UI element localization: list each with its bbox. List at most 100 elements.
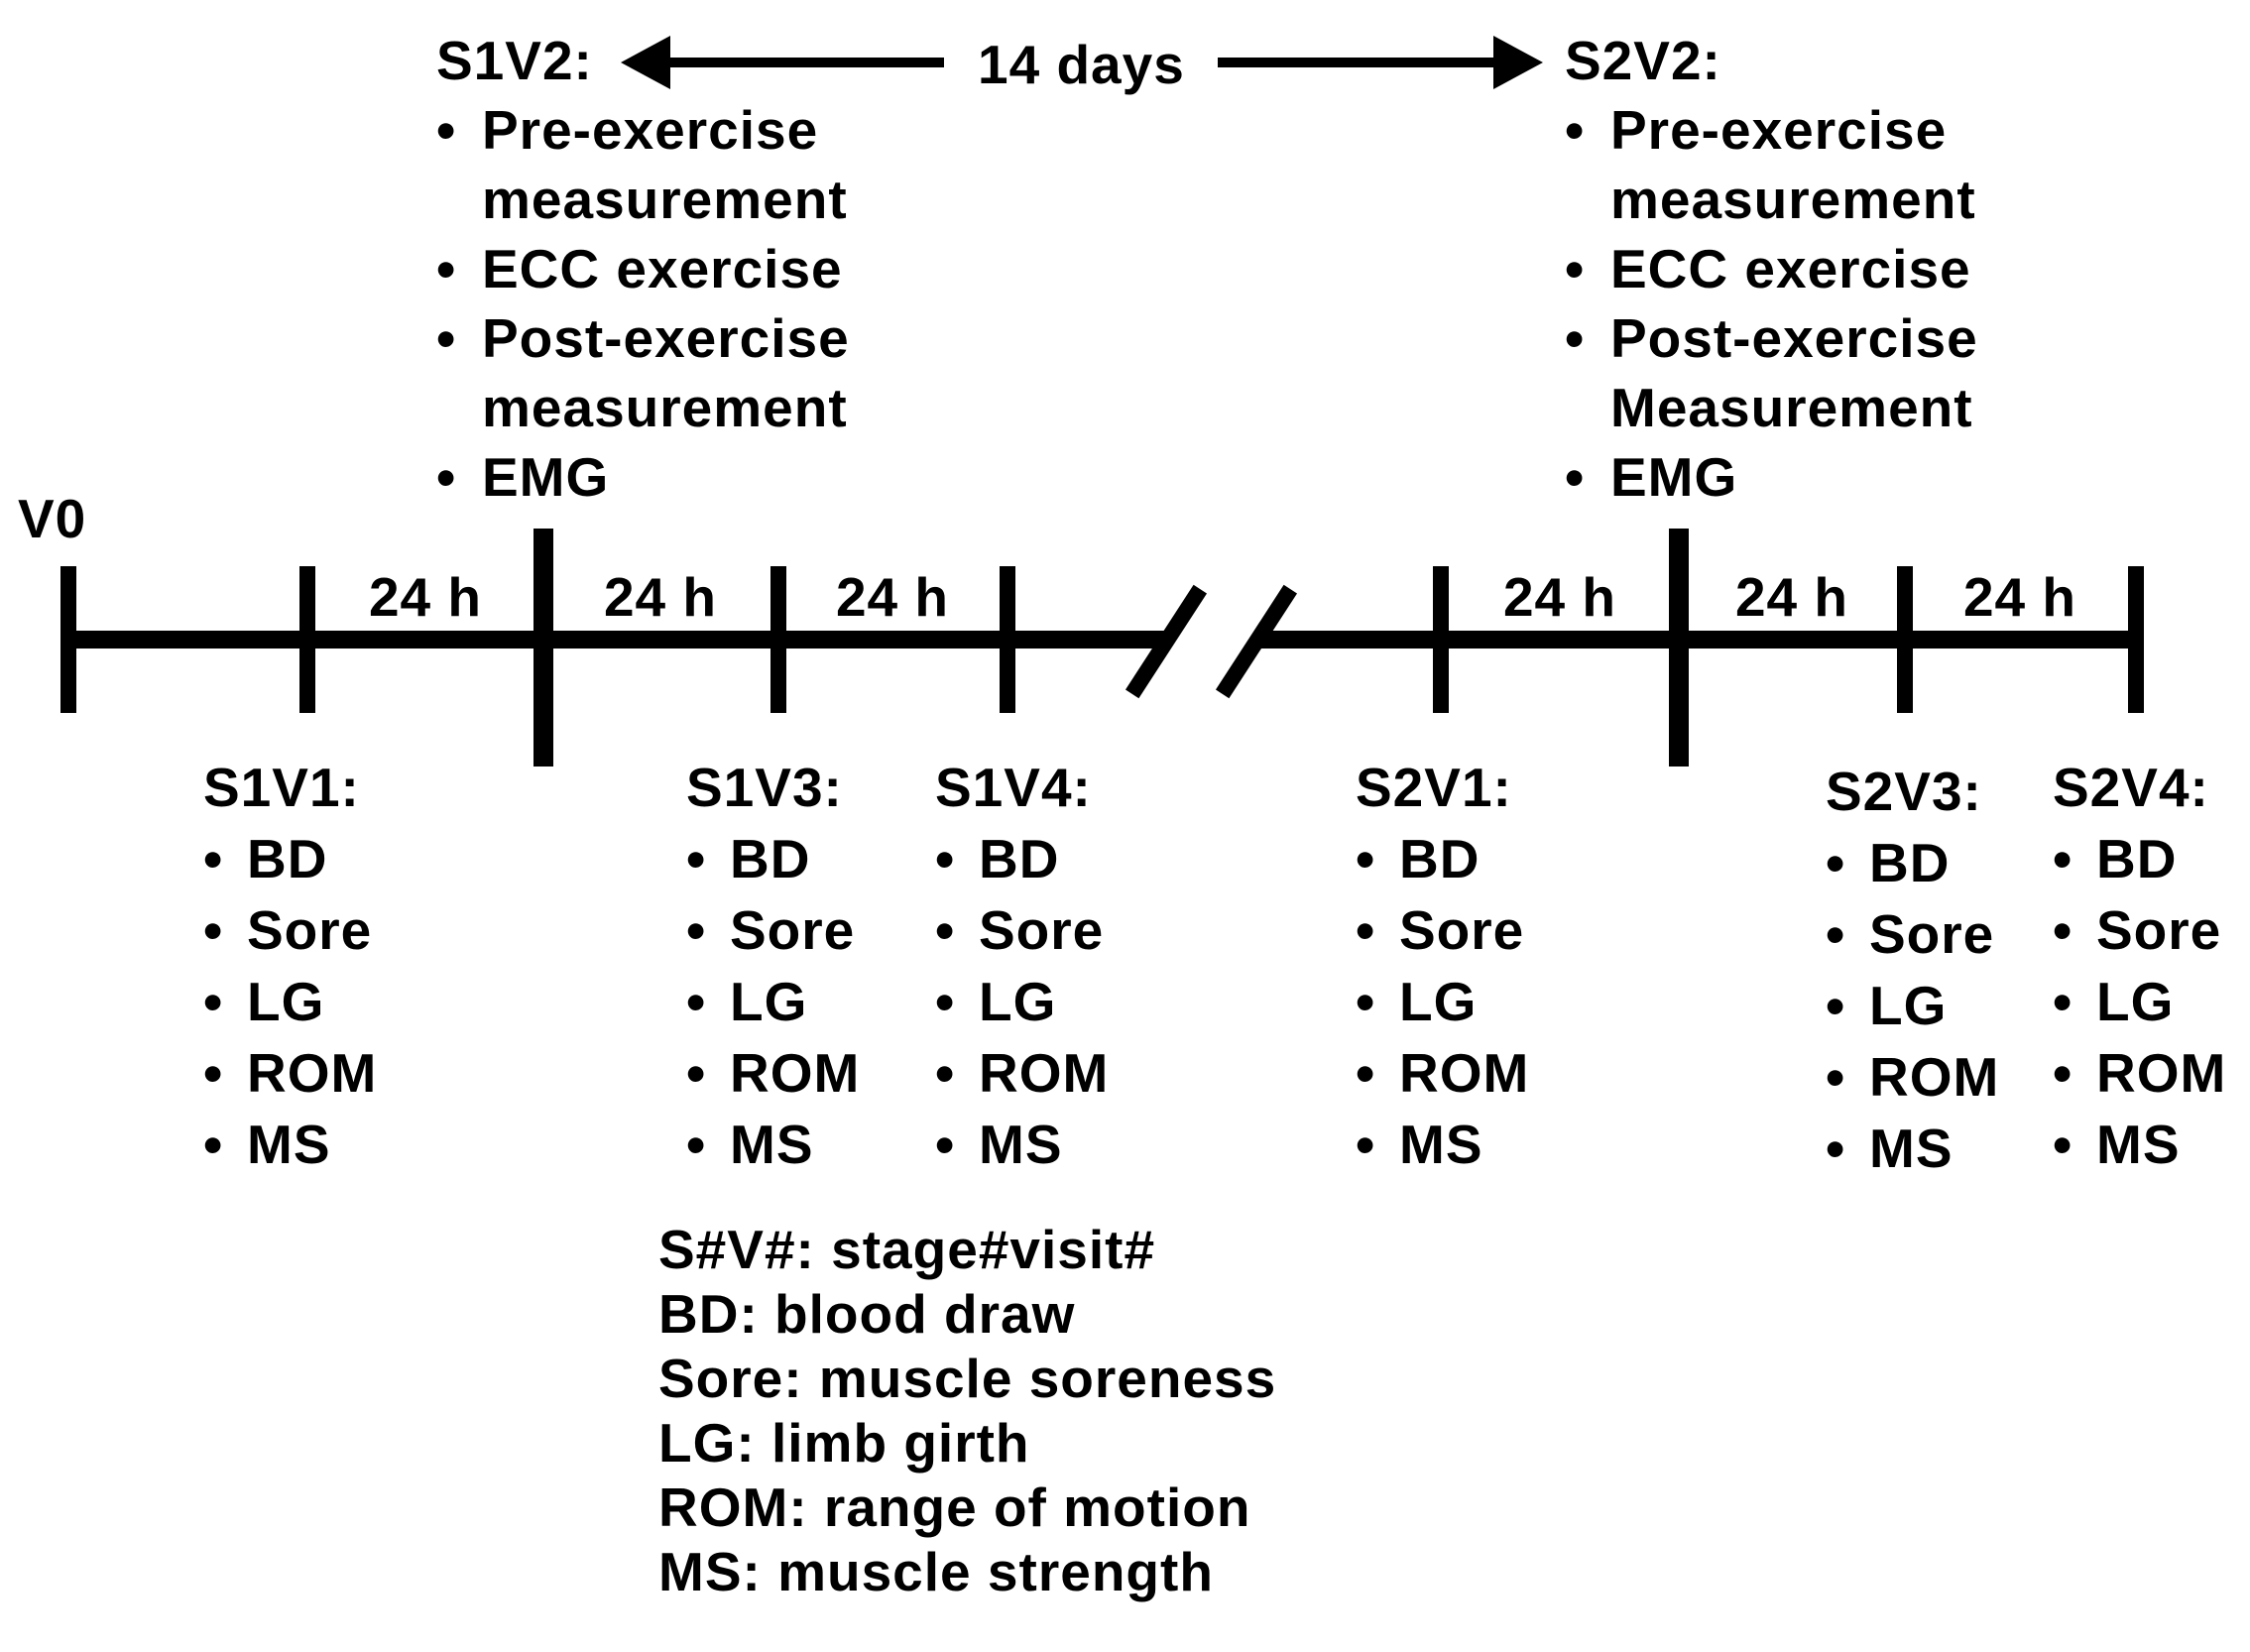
visit-column-s1v1: S1V1: •BD •Sore •LG •ROM •MS bbox=[203, 752, 377, 1180]
visit-item: •Sore bbox=[935, 894, 1109, 966]
s1v2-item: • EMG bbox=[436, 442, 902, 512]
visit-item: • BD bbox=[686, 823, 860, 894]
interval-label: 24 h bbox=[1962, 566, 2077, 628]
bullet-icon: • bbox=[1565, 238, 1586, 299]
visit-item-label: MS bbox=[730, 1114, 814, 1175]
s2v2-item-label: Post-exercise Measurement bbox=[1610, 307, 1978, 438]
visit-item: •ROM bbox=[935, 1037, 1109, 1109]
visit-item: •Sore bbox=[203, 894, 377, 966]
bullet-icon: • bbox=[686, 899, 707, 961]
bullet-icon: • bbox=[436, 307, 457, 369]
bullet-icon: • bbox=[686, 1114, 707, 1175]
bullet-icon: • bbox=[2053, 971, 2073, 1032]
timeline-segment-1 bbox=[60, 631, 1165, 649]
bullet-icon: • bbox=[686, 1042, 707, 1104]
bullet-icon: • bbox=[203, 828, 224, 889]
visit-item: •Sore bbox=[1356, 894, 1529, 966]
legend-line: LG: limb girth bbox=[658, 1412, 1030, 1474]
visit-item: • MS bbox=[686, 1109, 860, 1180]
visit-item: •BD bbox=[1826, 827, 1999, 898]
visit-item-label: Sore bbox=[247, 899, 373, 961]
tick-s2v4 bbox=[2128, 566, 2144, 713]
visit-item: •LG bbox=[203, 966, 377, 1037]
visit-column-s2v3: S2V3: •BD •Sore •LG •ROM •MS bbox=[1826, 756, 1999, 1184]
tick-s1v2-tall bbox=[533, 529, 553, 767]
bullet-icon: • bbox=[436, 99, 457, 161]
tick-s1v1 bbox=[299, 566, 315, 713]
visit-item-label: LG bbox=[2096, 971, 2175, 1032]
bullet-icon: • bbox=[1826, 832, 1846, 893]
visit-title: S1V3: bbox=[686, 757, 843, 818]
visit-item-label: Sore bbox=[730, 899, 856, 961]
bullet-icon: • bbox=[436, 238, 457, 299]
visit-item-label: MS bbox=[1399, 1114, 1483, 1175]
s1v2-item: • ECC exercise bbox=[436, 234, 902, 303]
s1v2-item-label: Pre-exercise measurement bbox=[482, 99, 848, 230]
visit-item: • BD bbox=[1356, 823, 1529, 894]
tick-v0 bbox=[60, 566, 76, 713]
timeline-segment-2 bbox=[1261, 631, 2144, 649]
bullet-icon: • bbox=[2053, 1114, 2073, 1175]
s1v2-item: • Pre-exercise measurement bbox=[436, 95, 902, 234]
visit-column-s2v1: S2V1: •BD •Sore •LG •ROM •MS bbox=[1356, 752, 1529, 1180]
visit-item: • BD bbox=[935, 823, 1109, 894]
interval-label: 24 h bbox=[1502, 566, 1617, 628]
visit-item-label: BD bbox=[730, 828, 811, 889]
visit-item-label: Sore bbox=[1869, 903, 1995, 965]
baseline-label: V0 bbox=[18, 488, 87, 549]
bullet-icon: • bbox=[203, 1114, 224, 1175]
bullet-icon: • bbox=[436, 446, 457, 508]
visit-item: • Sore bbox=[1826, 898, 1999, 970]
s1v2-item: • Post-exercise measurement bbox=[436, 303, 902, 442]
legend-line: ROM: range of motion bbox=[658, 1476, 1251, 1538]
visit-item-label: ROM bbox=[730, 1042, 861, 1104]
bullet-icon: • bbox=[2053, 1042, 2073, 1104]
visit-item-label: ROM bbox=[1869, 1046, 2000, 1108]
visit-item: •ROM bbox=[203, 1037, 377, 1109]
s2v2-item: • Pre-exercise measurement bbox=[1565, 95, 2031, 234]
bullet-icon: • bbox=[1356, 828, 1376, 889]
visit-item: • ROM bbox=[1826, 1041, 1999, 1113]
bullet-icon: • bbox=[1356, 1114, 1376, 1175]
bullet-icon: • bbox=[935, 1114, 956, 1175]
visit-column-s2v4: S2V4: •BD •Sore •LG •ROM •MS bbox=[2053, 752, 2226, 1180]
bullet-icon: • bbox=[1356, 971, 1376, 1032]
interval-label: 24 h bbox=[603, 566, 718, 628]
bullet-icon: • bbox=[1565, 307, 1586, 369]
abbreviation-legend: S#V#: stage#visit# BD: blood draw Sore: … bbox=[658, 1218, 1276, 1604]
s2v2-item-label: EMG bbox=[1610, 446, 1738, 508]
visit-item-label: MS bbox=[979, 1114, 1063, 1175]
visit-item: • ROM bbox=[686, 1037, 860, 1109]
bullet-icon: • bbox=[686, 971, 707, 1032]
legend-line: Sore: muscle soreness bbox=[658, 1348, 1277, 1409]
visit-item-label: BD bbox=[979, 828, 1060, 889]
s1v2-title: S1V2: bbox=[436, 30, 593, 91]
bullet-icon: • bbox=[1826, 1046, 1846, 1108]
arrow-right-icon bbox=[1493, 36, 1543, 89]
visit-item: •ROM bbox=[1356, 1037, 1529, 1109]
bullet-icon: • bbox=[1356, 899, 1376, 961]
bullet-icon: • bbox=[2053, 828, 2073, 889]
bullet-icon: • bbox=[1826, 903, 1846, 965]
visit-item-label: BD bbox=[1399, 828, 1480, 889]
visit-item-label: ROM bbox=[247, 1042, 378, 1104]
bullet-icon: • bbox=[686, 828, 707, 889]
tick-s2v1 bbox=[1433, 566, 1449, 713]
visit-title: S1V4: bbox=[935, 757, 1092, 818]
bullet-icon: • bbox=[935, 828, 956, 889]
s2v2-item: • Post-exercise Measurement bbox=[1565, 303, 2031, 442]
visit-item: • MS bbox=[1356, 1109, 1529, 1180]
bullet-icon: • bbox=[935, 971, 956, 1032]
visit-title: S2V3: bbox=[1826, 761, 1982, 822]
s2v2-annotation-block: S2V2: • Pre-exercise measurement • ECC e… bbox=[1565, 26, 2031, 512]
s1v2-item-label: Post-exercise measurement bbox=[482, 307, 850, 438]
s1v2-item-label: ECC exercise bbox=[482, 238, 843, 299]
s2v2-item: • ECC exercise bbox=[1565, 234, 2031, 303]
visit-item-label: ROM bbox=[979, 1042, 1110, 1104]
s2v2-item: • EMG bbox=[1565, 442, 2031, 512]
tick-s1v4 bbox=[1000, 566, 1015, 713]
visit-column-s1v4: S1V4: •BD •Sore •LG •ROM •MS bbox=[935, 752, 1109, 1180]
s2v2-item-label: Pre-exercise measurement bbox=[1610, 99, 1976, 230]
visit-title: S2V4: bbox=[2053, 757, 2209, 818]
tick-s2v2-tall bbox=[1669, 529, 1689, 767]
